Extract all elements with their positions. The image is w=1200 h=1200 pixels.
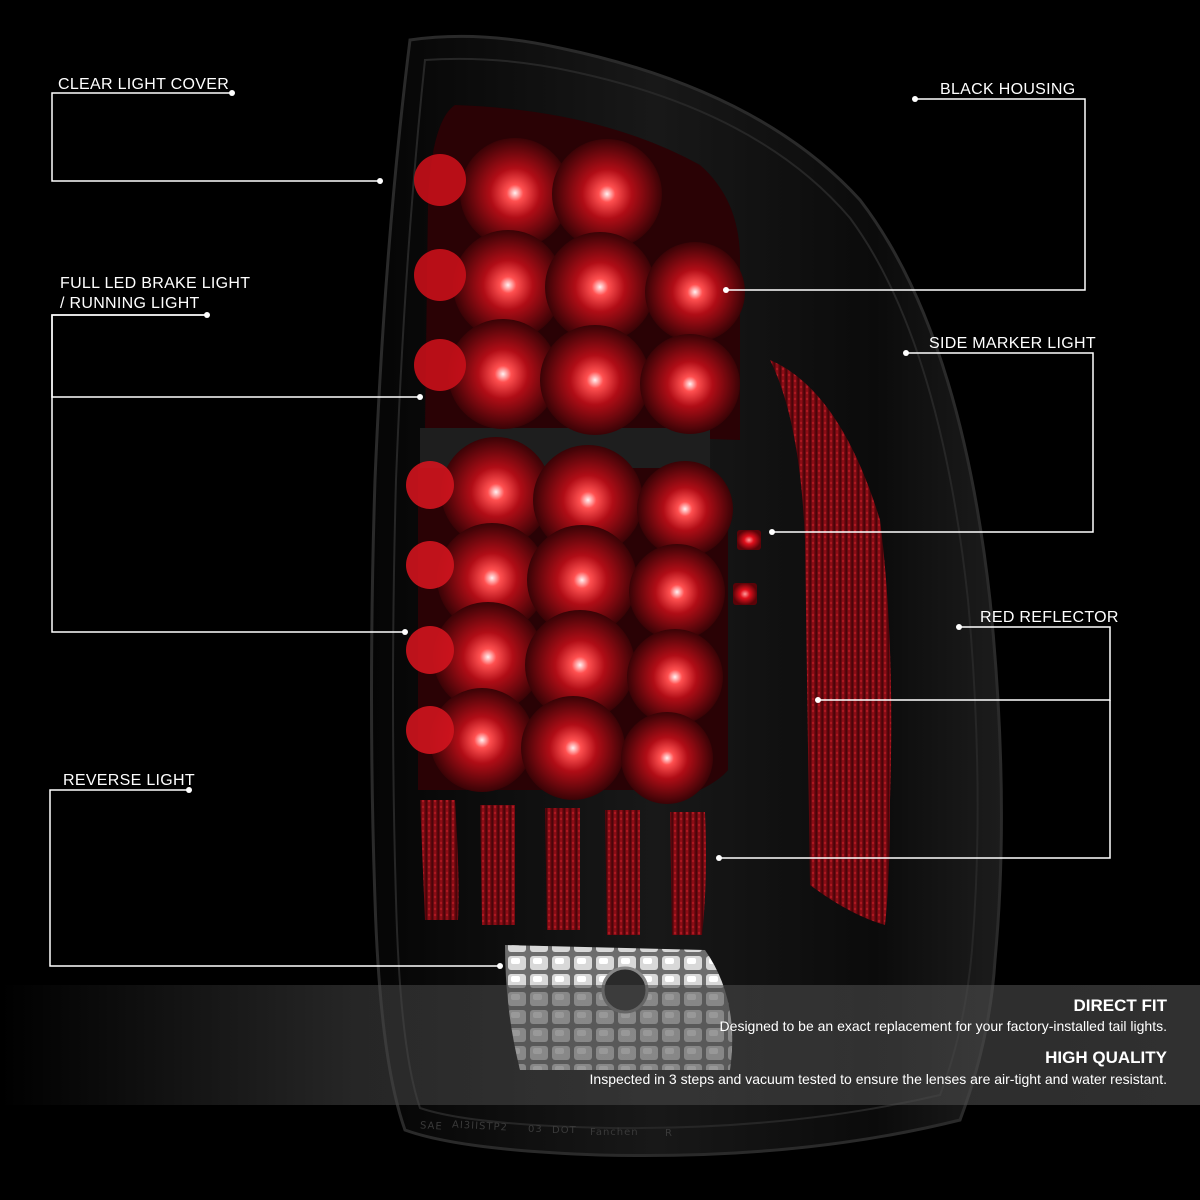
molding-text-3: 03 <box>528 1124 543 1135</box>
molding-text-5: Fanchen <box>590 1127 639 1138</box>
feature-title-high-quality: HIGH QUALITY <box>1045 1048 1167 1067</box>
lower-reflector-bars <box>420 800 706 935</box>
callout-dots <box>186 90 962 969</box>
feature-desc-high-quality: Inspected in 3 steps and vacuum tested t… <box>589 1071 1167 1087</box>
callout-full-led-line2: / RUNNING LIGHT <box>60 295 200 312</box>
feature-band <box>0 985 1200 1105</box>
feature-desc-direct-fit: Designed to be an exact replacement for … <box>719 1018 1167 1034</box>
callout-red-reflector: RED REFLECTOR <box>980 609 1119 626</box>
lower-leds <box>406 437 733 804</box>
callout-reverse-light: REVERSE LIGHT <box>63 772 195 789</box>
callout-clear-light-cover: CLEAR LIGHT COVER <box>58 76 230 93</box>
callout-lines <box>49 92 1111 967</box>
molding-text-1: SAE <box>419 1120 443 1133</box>
callout-black-housing: BLACK HOUSING <box>940 81 1076 98</box>
callout-side-marker-light: SIDE MARKER LIGHT <box>929 335 1096 352</box>
side-marker-led-2 <box>733 583 757 605</box>
side-marker-led-1 <box>737 530 761 550</box>
molding-text-6: R <box>665 1128 673 1139</box>
molding-text-4: DOT <box>552 1125 577 1136</box>
side-reflector <box>770 360 892 925</box>
callout-full-led-line1: FULL LED BRAKE LIGHT <box>60 275 251 292</box>
upper-leds <box>414 138 745 435</box>
feature-title-direct-fit: DIRECT FIT <box>1073 996 1168 1015</box>
